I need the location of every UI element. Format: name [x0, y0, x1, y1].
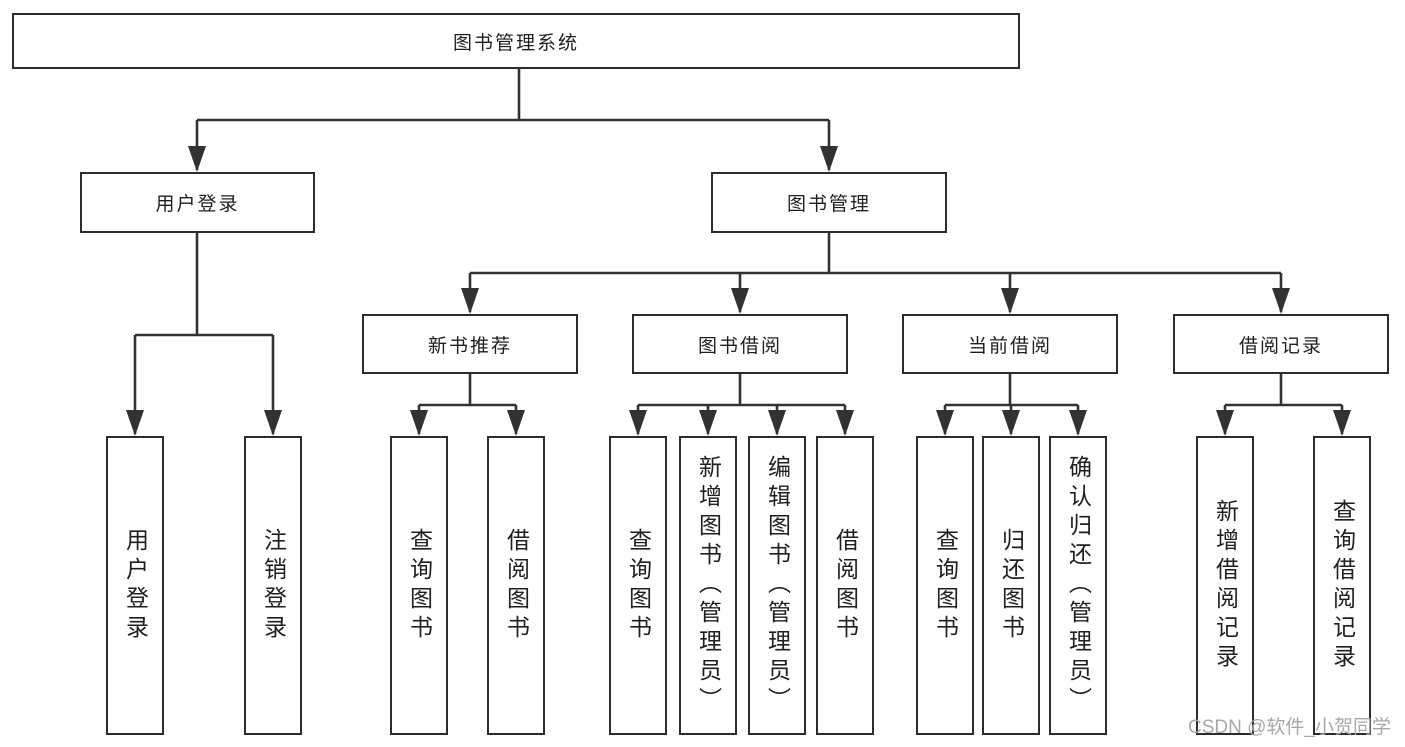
- connector-root-branch: [188, 69, 838, 172]
- leaf-borrow-borrow-books-label: 借阅图书: [832, 527, 859, 644]
- leaf-borrow-edit-books-admin-label: 编辑图书（管理员）: [764, 455, 791, 716]
- leaf-logout-label: 注销登录: [260, 527, 287, 644]
- leaf-current-confirm-return-admin: 确认归还（管理员）: [1049, 436, 1107, 735]
- leaf-current-query-books: 查询图书: [916, 436, 974, 735]
- leaf-newbook-borrow-books: 借阅图书: [487, 436, 545, 735]
- leaf-borrow-add-books-admin: 新增图书（管理员）: [679, 436, 737, 735]
- node-new-book-recommend: 新书推荐: [362, 314, 578, 374]
- leaf-logout: 注销登录: [244, 436, 302, 735]
- node-current-borrow-label: 当前借阅: [967, 335, 1052, 357]
- leaf-borrow-query-books: 查询图书: [609, 436, 667, 735]
- leaf-current-query-books-label: 查询图书: [932, 527, 959, 644]
- node-book-borrow-label: 图书借阅: [697, 335, 782, 357]
- leaf-current-return-books: 归还图书: [982, 436, 1040, 735]
- node-root-label: 图书管理系统: [452, 32, 579, 54]
- connector-new-book-branch: [410, 374, 525, 436]
- connector-borrow-branch: [629, 374, 854, 436]
- node-book-borrow: 图书借阅: [632, 314, 848, 374]
- leaf-user-login: 用户登录: [106, 436, 164, 735]
- leaf-newbook-query-books: 查询图书: [390, 436, 448, 735]
- leaf-borrow-edit-books-admin: 编辑图书（管理员）: [748, 436, 806, 735]
- connector-current-branch: [936, 374, 1087, 436]
- leaf-records-query-record-label: 查询借阅记录: [1329, 498, 1356, 673]
- leaf-records-add-record: 新增借阅记录: [1196, 436, 1254, 735]
- node-borrow-records-label: 借阅记录: [1238, 335, 1323, 357]
- connector-records-branch: [1216, 374, 1351, 436]
- leaf-user-login-label: 用户登录: [122, 527, 149, 644]
- node-user-login-label: 用户登录: [155, 194, 240, 215]
- connector-book-mgmt-branch: [461, 233, 1290, 314]
- leaf-current-confirm-return-admin-label: 确认归还（管理员）: [1065, 455, 1092, 716]
- leaf-borrow-add-books-admin-label: 新增图书（管理员）: [695, 455, 722, 716]
- leaf-newbook-borrow-books-label: 借阅图书: [503, 527, 530, 644]
- leaf-newbook-query-books-label: 查询图书: [406, 527, 433, 644]
- node-new-book-recommend-label: 新书推荐: [427, 335, 512, 357]
- leaf-records-add-record-label: 新增借阅记录: [1212, 498, 1239, 673]
- connector-user-login-branch: [126, 233, 282, 436]
- leaf-borrow-borrow-books: 借阅图书: [816, 436, 874, 735]
- node-current-borrow: 当前借阅: [902, 314, 1118, 374]
- node-book-management-label: 图书管理: [786, 194, 871, 215]
- leaf-records-query-record: 查询借阅记录: [1313, 436, 1371, 735]
- leaf-current-return-books-label: 归还图书: [998, 527, 1025, 644]
- csdn-watermark: CSDN @软件_小贺同学: [1188, 717, 1391, 738]
- node-root-system: 图书管理系统: [12, 13, 1020, 69]
- node-book-management: 图书管理: [711, 172, 947, 233]
- node-user-login: 用户登录: [80, 172, 315, 233]
- node-borrow-records: 借阅记录: [1173, 314, 1389, 374]
- leaf-borrow-query-books-label: 查询图书: [625, 527, 652, 644]
